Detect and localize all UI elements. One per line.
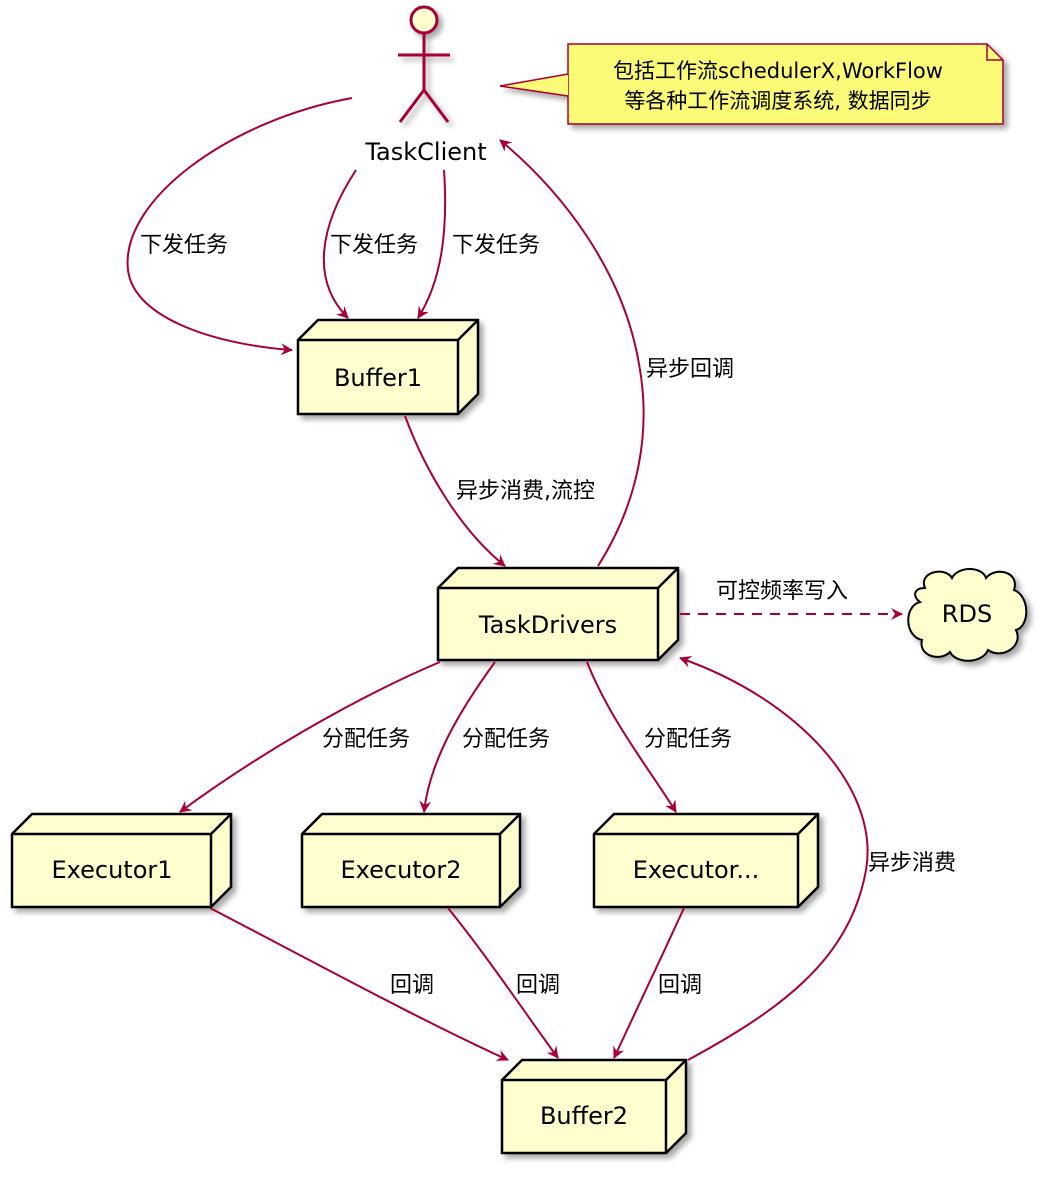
edge-label-assign-1: 分配任务 <box>322 727 410 752</box>
edge-callback-1 <box>209 907 509 1061</box>
edge-dispatch-1 <box>126 97 353 356</box>
edge-label-assign-3: 分配任务 <box>644 727 732 752</box>
edge-label-dispatch-3: 下发任务 <box>452 233 540 258</box>
node-executor2 <box>300 812 522 909</box>
edge-callback-2 <box>447 907 559 1059</box>
note <box>499 43 1004 125</box>
edge-assign-2 <box>419 661 496 813</box>
node-label-executor2: Executor2 <box>340 856 461 884</box>
actor-label: TaskClient <box>364 138 486 166</box>
edge-async-consume-flow <box>404 415 506 567</box>
node-taskdrivers <box>436 566 680 662</box>
edge-async-consume <box>679 655 869 1061</box>
node-buffer1 <box>296 318 480 416</box>
edge-label-controlled-write: 可控频率写入 <box>716 579 848 604</box>
actor-head-icon <box>409 5 439 35</box>
edge-async-callback <box>499 139 645 567</box>
edge-label-dispatch-1: 下发任务 <box>140 233 228 258</box>
actor-taskclient <box>398 5 450 123</box>
edge-label-callback-1: 回调 <box>390 973 434 998</box>
edge-label-assign-2: 分配任务 <box>462 727 550 752</box>
edge-label-dispatch-2: 下发任务 <box>330 233 418 258</box>
edge-dispatch-2 <box>322 169 357 319</box>
edge-label-async-consume-flow: 异步消费,流控 <box>456 479 595 504</box>
edge-assign-3 <box>586 661 677 813</box>
edge-label-async-consume: 异步消费 <box>868 851 956 876</box>
node-label-taskdrivers: TaskDrivers <box>478 611 617 639</box>
node-label-executor3: Executor... <box>633 856 759 884</box>
edge-dispatch-3 <box>417 169 447 319</box>
note-line-2: 等各种工作流调度系统, 数据同步 <box>624 89 931 113</box>
node-rds-cloud-icon <box>907 568 1028 662</box>
node-label-buffer1: Buffer1 <box>334 364 422 392</box>
node-executor3 <box>592 812 820 909</box>
note-line-1: 包括工作流schedulerX,WorkFlow <box>613 59 943 83</box>
edge-label-async-callback: 异步回调 <box>646 357 734 382</box>
node-executor1 <box>10 812 233 909</box>
edge-callback-3 <box>613 907 685 1059</box>
node-buffer2 <box>500 1058 688 1155</box>
edge-label-callback-2: 回调 <box>516 973 560 998</box>
edge-label-callback-3: 回调 <box>658 973 702 998</box>
node-label-buffer2: Buffer2 <box>540 1102 628 1130</box>
node-label-executor1: Executor1 <box>51 856 172 884</box>
node-label-rds: RDS <box>942 600 992 628</box>
edge-assign-1 <box>179 661 441 813</box>
